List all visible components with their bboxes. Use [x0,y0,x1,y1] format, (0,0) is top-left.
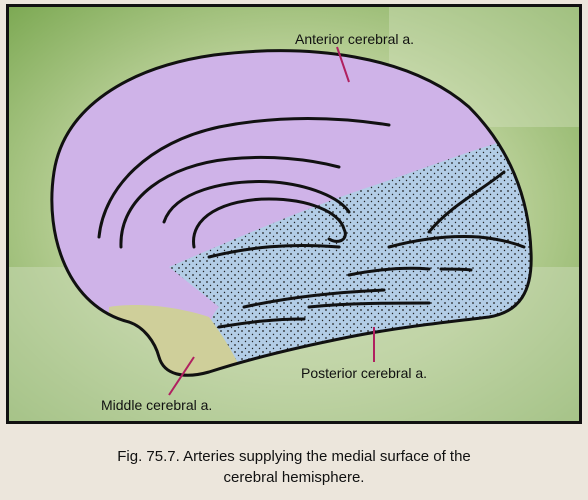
brain-diagram [9,7,579,421]
anterior-cerebral-label: Anterior cerebral a. [295,31,414,47]
posterior-cerebral-label: Posterior cerebral a. [301,365,427,381]
caption-line-1: Fig. 75.7. Arteries supplying the medial… [0,446,588,467]
middle-cerebral-label: Middle cerebral a. [101,397,212,413]
figure-caption: Fig. 75.7. Arteries supplying the medial… [0,446,588,488]
figure-frame: Anterior cerebral a. Posterior cerebral … [6,4,582,424]
caption-line-2: cerebral hemisphere. [0,467,588,488]
